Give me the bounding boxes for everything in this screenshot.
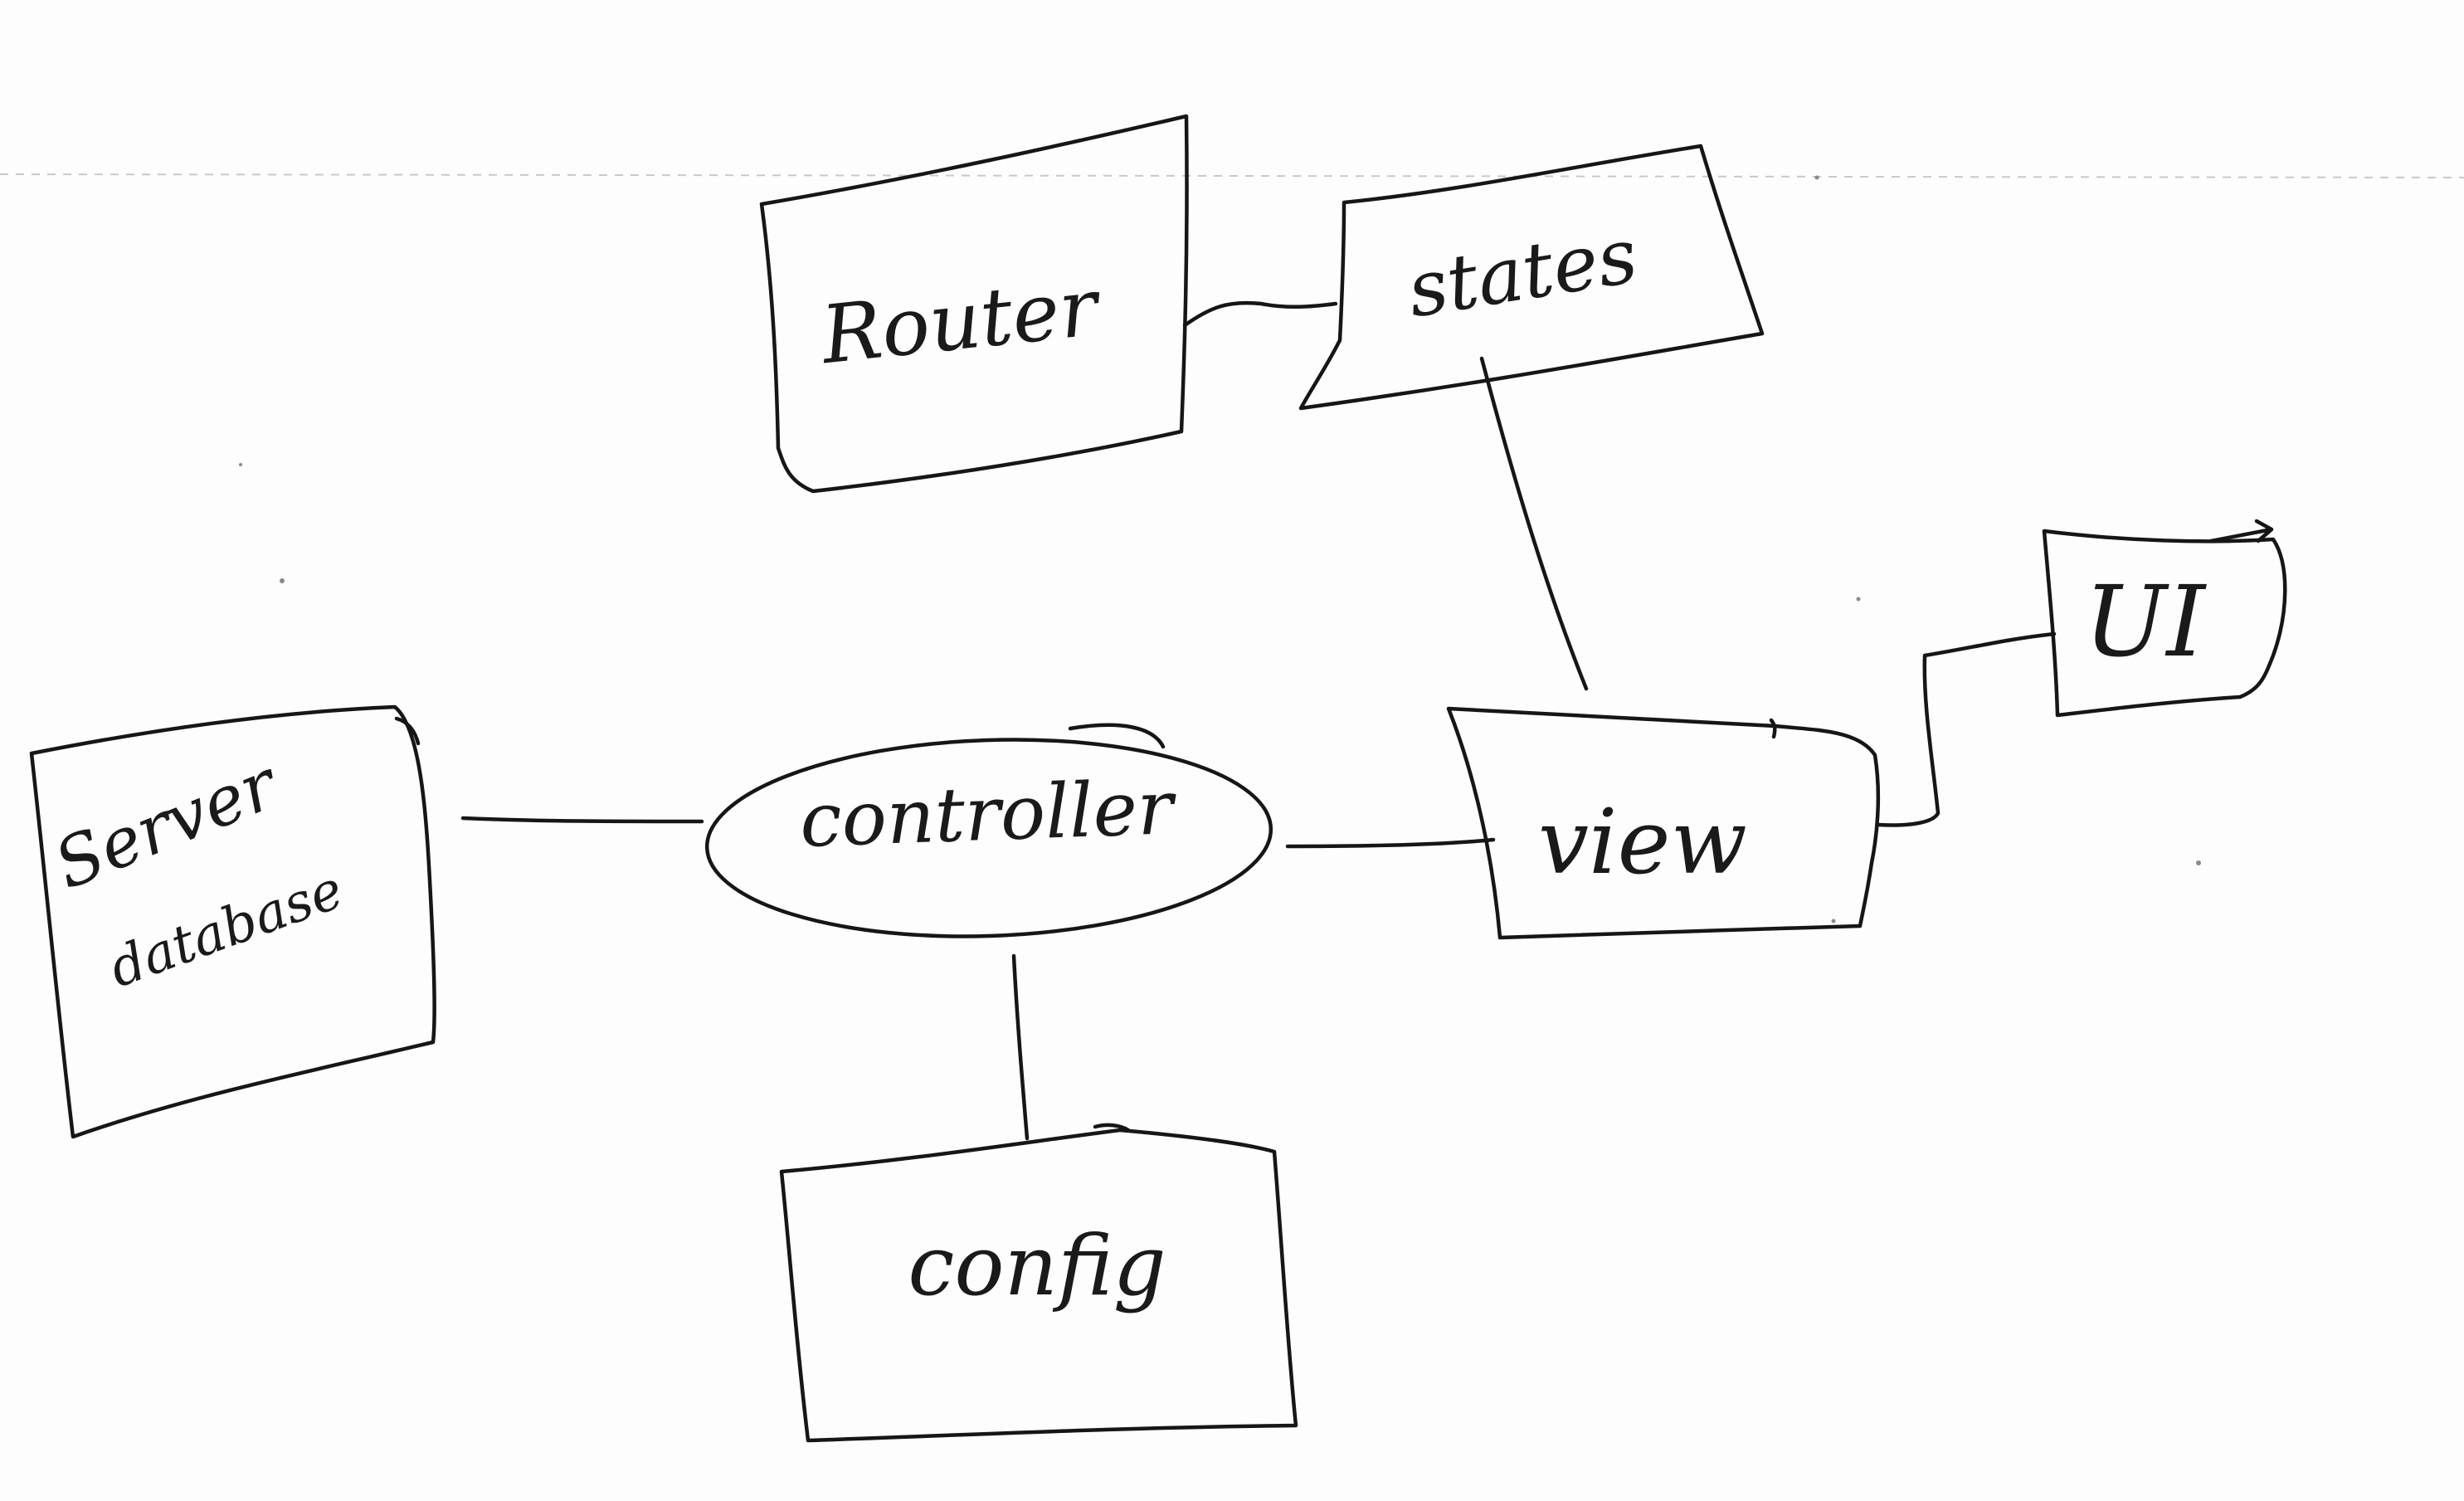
states-box-outline: [1298, 144, 1765, 411]
paper-ruled-line: [0, 173, 2464, 178]
edge-controller-config: [1011, 953, 1030, 1141]
ui-node: UI: [2042, 519, 2287, 718]
edge-server-controller: [460, 816, 704, 824]
connectors: [460, 300, 2057, 1141]
controller-label: controller: [798, 764, 1178, 865]
server-box-outline: [29, 704, 436, 1139]
view-node: view: [1446, 706, 1881, 940]
server-box-corner-mark: [394, 716, 421, 746]
controller-ellipse-overshoot: [1068, 723, 1166, 749]
edge-view-ui: [1876, 631, 2057, 827]
view-label: view: [1538, 791, 1747, 894]
ui-corner-arrow: [2208, 519, 2274, 543]
controller-node: controller: [704, 723, 1273, 938]
config-box-outline: [779, 1128, 1298, 1443]
edge-states-view: [1479, 356, 1589, 691]
edge-router-states: [1182, 300, 1338, 328]
ui-label: UI: [2084, 564, 2207, 679]
config-label: config: [908, 1217, 1166, 1314]
paper-specks: [239, 175, 2201, 924]
router-box-outline: [759, 114, 1189, 494]
view-box-outline: [1446, 706, 1881, 940]
config-box-tick: [1093, 1123, 1131, 1133]
config-node: config: [779, 1123, 1298, 1443]
edge-controller-view: [1285, 837, 1496, 849]
view-box-tick: [1769, 718, 1777, 739]
controller-ellipse: [704, 738, 1273, 938]
